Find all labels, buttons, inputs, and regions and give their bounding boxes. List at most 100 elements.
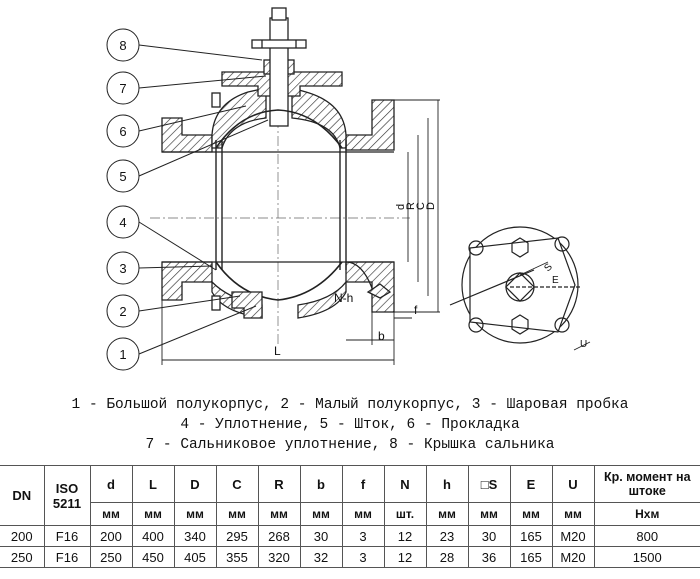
- callout-8: 8: [119, 38, 126, 53]
- cell-dn: 200: [0, 525, 45, 547]
- spec-table: DN ISO 5211 d L D C R b f N h □S E U Кр.…: [0, 465, 700, 568]
- unit-R: мм: [257, 502, 301, 526]
- callout-4: 4: [119, 215, 126, 230]
- dim-D: D: [425, 202, 437, 210]
- dim-Nh: N-h: [334, 291, 353, 305]
- cell-R: 320: [257, 546, 301, 568]
- header-U: U: [551, 465, 595, 503]
- dim-E: E: [552, 275, 559, 286]
- callout-1: 1: [119, 347, 126, 362]
- cell-L: 400: [131, 525, 175, 547]
- legend-line-3: 7 - Сальниковое уплотнение, 8 - Крышка с…: [145, 437, 555, 453]
- header-C: C: [215, 465, 259, 503]
- cell-torque: 800: [593, 525, 700, 547]
- ball-upper: [215, 109, 343, 149]
- table-header-row: DN ISO 5211 d L D C R b f N h □S E U Кр.…: [0, 465, 700, 526]
- body-upper-shell: [211, 87, 267, 149]
- unit-L: мм: [131, 502, 175, 526]
- left-flange-bottom: [161, 261, 213, 301]
- cell-h: 28: [425, 546, 469, 568]
- cell-iso: F16: [43, 546, 91, 568]
- dimensions: [161, 99, 440, 365]
- table-row: 250 F16 250 450 405 355 320 32 3 12 28 3…: [0, 546, 700, 568]
- cell-b: 30: [299, 525, 343, 547]
- body-upper-shell-right: [291, 87, 347, 149]
- dim-C: C: [415, 202, 427, 210]
- header-S: □S: [467, 465, 511, 503]
- callout-5: 5: [119, 169, 126, 184]
- left-flange-top: [161, 117, 213, 153]
- cell-U: M20: [551, 546, 595, 568]
- mounting-pad-view: [449, 226, 591, 351]
- cell-C: 295: [215, 525, 259, 547]
- cell-D: 405: [173, 546, 217, 568]
- cell-f: 3: [341, 546, 385, 568]
- unit-h: мм: [425, 502, 469, 526]
- gland-cover: [251, 39, 307, 49]
- header-E: E: [509, 465, 553, 503]
- cell-N: 12: [383, 546, 427, 568]
- cell-d: 200: [89, 525, 133, 547]
- callout-6: 6: [119, 124, 126, 139]
- dim-b: b: [378, 329, 385, 343]
- cell-E: 165: [509, 525, 553, 547]
- body-lower-shell-right: [297, 280, 347, 319]
- header-h: h: [425, 465, 469, 503]
- unit-b: мм: [299, 502, 343, 526]
- unit-S: мм: [467, 502, 511, 526]
- table-row: 200 F16 200 400 340 295 268 30 3 12 23 3…: [0, 525, 700, 547]
- header-d: d: [89, 465, 133, 503]
- cell-h: 23: [425, 525, 469, 547]
- unit-D: мм: [173, 502, 217, 526]
- valve-section-view: [150, 7, 410, 345]
- cell-E: 165: [509, 546, 553, 568]
- header-dn: DN: [0, 465, 45, 526]
- cell-L: 450: [131, 546, 175, 568]
- cell-N: 12: [383, 525, 427, 547]
- unit-f: мм: [341, 502, 385, 526]
- dim-d: d: [395, 204, 407, 210]
- ball-lower: [215, 261, 343, 301]
- unit-torque: Нхм: [593, 502, 700, 526]
- table-units-row: мм мм мм мм мм мм мм шт. мм мм мм мм Нхм: [0, 502, 700, 526]
- header-f: f: [341, 465, 385, 503]
- cell-torque: 1500: [593, 546, 700, 568]
- cell-iso: F16: [43, 525, 91, 547]
- header-R: R: [257, 465, 301, 503]
- cell-S: 36: [467, 546, 511, 568]
- unit-C: мм: [215, 502, 259, 526]
- dim-R: R: [405, 202, 417, 210]
- callout-3: 3: [119, 261, 126, 276]
- header-D: D: [173, 465, 217, 503]
- header-b: b: [299, 465, 343, 503]
- cell-C: 355: [215, 546, 259, 568]
- legend-line-1: 1 - Большой полукорпус, 2 - Малый полуко…: [71, 397, 629, 413]
- stem-top: [271, 7, 287, 21]
- header-N: N: [383, 465, 427, 503]
- callout-2: 2: [119, 304, 126, 319]
- cell-D: 340: [173, 525, 217, 547]
- cell-f: 3: [341, 525, 385, 547]
- header-torque: Кр. момент на штоке: [593, 465, 700, 503]
- unit-N: шт.: [383, 502, 427, 526]
- callouts: [106, 28, 269, 371]
- dim-L: L: [274, 344, 281, 358]
- cell-d: 250: [89, 546, 133, 568]
- dim-f: f: [414, 303, 418, 317]
- cell-b: 32: [299, 546, 343, 568]
- dim-U: U: [580, 339, 587, 350]
- cell-R: 268: [257, 525, 301, 547]
- cell-S: 30: [467, 525, 511, 547]
- ball-valve-drawing: 8 7 6 5 4 3 2 1 L b f N-h d R C D: [106, 7, 591, 371]
- header-L: L: [131, 465, 175, 503]
- unit-d: мм: [89, 502, 133, 526]
- unit-E: мм: [509, 502, 553, 526]
- legend-line-2: 4 - Уплотнение, 5 - Шток, 6 - Прокладка: [180, 417, 520, 433]
- cell-dn: 250: [0, 546, 45, 568]
- header-iso: ISO 5211: [43, 465, 91, 526]
- unit-U: мм: [551, 502, 595, 526]
- cell-U: M20: [551, 525, 595, 547]
- callout-7: 7: [119, 81, 126, 96]
- trunnion-plate: [231, 291, 263, 319]
- right-flange-top: [345, 99, 395, 151]
